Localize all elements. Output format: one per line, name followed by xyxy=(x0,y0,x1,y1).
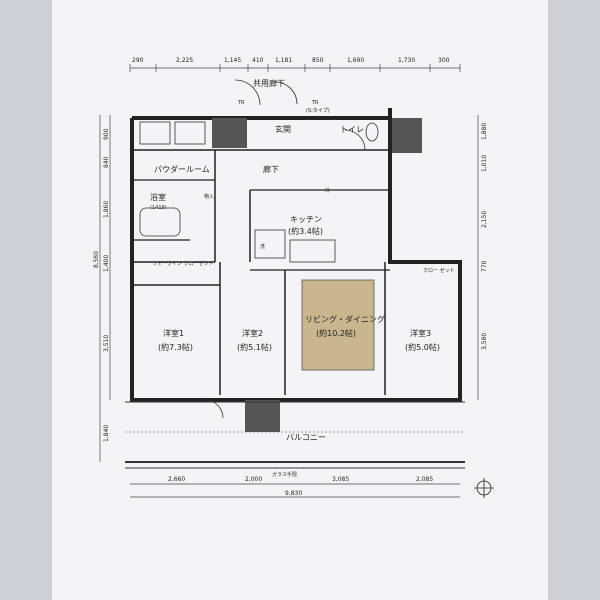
balcony-label: バルコニー xyxy=(286,433,326,442)
left-dim-3: 1,860 xyxy=(103,201,110,218)
top-dim-3: 1,145 xyxy=(224,57,241,64)
common-corridor-label: 共用廊下 xyxy=(253,78,285,88)
bedroom3-size: (約5.0帖) xyxy=(405,342,440,352)
entrance-label: 玄関 xyxy=(275,124,291,134)
bottom-dim-2: 2,000 xyxy=(245,476,262,483)
left-dim-6: 1,840 xyxy=(103,425,110,442)
bath-size: (1418) xyxy=(150,205,167,211)
tr-tag: TR xyxy=(237,100,245,106)
left-dim-1: 900 xyxy=(103,128,110,140)
kitchen-name: キッチン xyxy=(290,215,322,224)
bedroom1-size: (約7.3帖) xyxy=(158,342,193,352)
balcony-outline xyxy=(125,401,465,469)
bedroom2-name: 洋室2 xyxy=(242,328,263,338)
walls xyxy=(130,108,462,432)
fixtures xyxy=(139,79,379,419)
left-total: 8,560 xyxy=(93,251,100,268)
right-dim-1: 1,880 xyxy=(481,123,488,140)
top-dim-1: 290 xyxy=(132,57,144,64)
bottom-dim-3: 3,085 xyxy=(332,476,349,483)
bottom-total: 9,830 xyxy=(285,490,302,497)
right-dim-2: 1,010 xyxy=(481,155,488,172)
bottom-dim-4: 2,085 xyxy=(416,476,433,483)
left-dim-5: 3,510 xyxy=(103,335,110,352)
paper-sheet xyxy=(52,0,548,600)
bedroom2-size: (約5.1帖) xyxy=(237,342,272,352)
right-dim-5: 3,580 xyxy=(481,333,488,350)
dimension-lines xyxy=(99,64,479,498)
kitchen-size: (約3.4帖) xyxy=(288,226,323,236)
powder-room-label: パウダールーム xyxy=(154,164,210,174)
left-dim-2: 840 xyxy=(103,156,110,168)
fridge-tag: 冷 xyxy=(325,187,330,194)
top-dim-7: 1,690 xyxy=(347,57,364,64)
top-dim-8: 1,730 xyxy=(398,57,415,64)
tr-tag-2: TR xyxy=(311,100,319,106)
bottom-dim-1: 2,660 xyxy=(168,476,185,483)
top-dim-5: 1,181 xyxy=(275,57,292,64)
closet-tag: クロー ゼット xyxy=(423,267,455,274)
north-compass-icon xyxy=(474,478,494,498)
left-dim-4: 1,400 xyxy=(103,255,110,272)
glass-handrail-label: ガラス手摺 xyxy=(272,471,297,478)
bedroom1-name: 洋室1 xyxy=(163,328,184,338)
hallway-label: 廊下 xyxy=(263,164,279,174)
living-name: リビング・ダイニング xyxy=(305,314,385,324)
bedroom3-name: 洋室3 xyxy=(410,328,431,338)
living-floor-finish xyxy=(301,279,375,371)
living-size: (約10.2帖) xyxy=(316,328,356,338)
right-dim-3: 2,150 xyxy=(481,211,488,228)
tr-sub-tag: (S:タイプ) xyxy=(306,107,330,114)
right-dim-4: 770 xyxy=(481,260,488,272)
bath-name: 浴室 xyxy=(150,192,166,202)
storage-tag: 物入 xyxy=(204,193,214,200)
top-dim-9: 300 xyxy=(438,57,450,64)
toilet-label: トイレ xyxy=(340,125,364,134)
top-dim-4: 410 xyxy=(252,57,264,64)
top-dim-6: 850 xyxy=(312,57,324,64)
top-dim-2: 2,225 xyxy=(176,57,193,64)
walk-in-closet-label: ウォークイン クローゼット xyxy=(152,260,214,267)
wash-tag: 洗 xyxy=(260,243,265,250)
